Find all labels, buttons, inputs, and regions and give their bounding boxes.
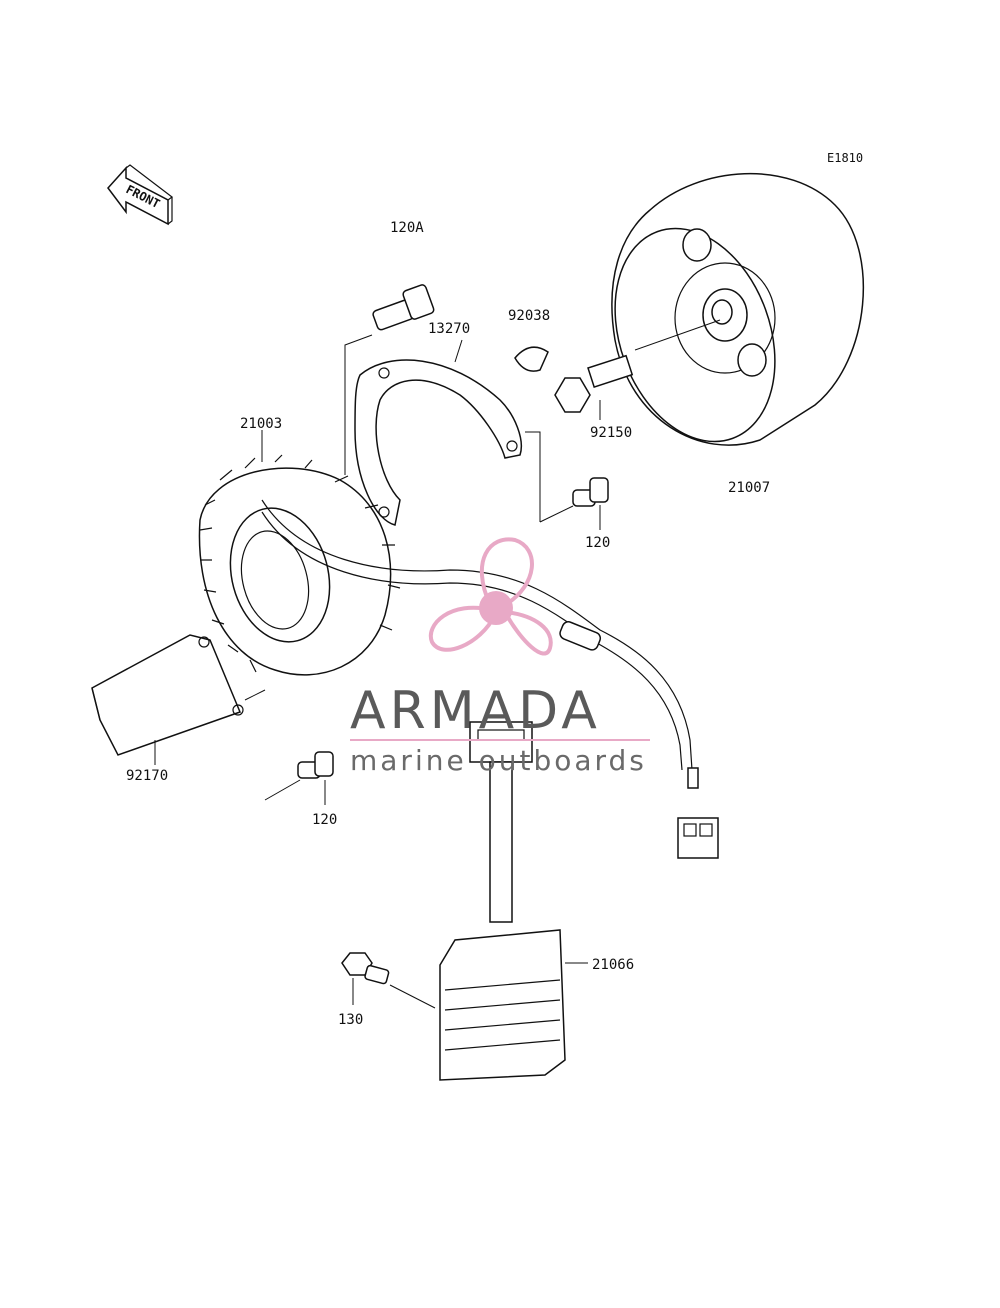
part-label-21066: 21066	[592, 957, 634, 973]
part-label-92170: 92170	[126, 768, 168, 784]
part-label-21003: 21003	[240, 416, 282, 432]
stator-cover-plate	[91, 634, 266, 765]
part-label-21007: 21007	[728, 480, 770, 496]
stator-harness-wire	[261, 499, 719, 859]
screw-120a	[344, 284, 435, 475]
regulator-bolt	[341, 952, 436, 1009]
screw-120-lower	[264, 751, 334, 805]
part-label-120a: 120A	[390, 220, 424, 236]
diagram-code: E1810	[827, 151, 863, 165]
front-arrow-icon: FRONT	[107, 164, 173, 226]
propeller-logo-icon	[428, 537, 553, 656]
screw-120-upper	[539, 477, 609, 530]
part-label-120-lower: 120	[312, 812, 337, 828]
part-label-92038: 92038	[508, 308, 550, 324]
watermark-brand: ARMADA	[350, 681, 601, 741]
part-label-13270: 13270	[428, 321, 470, 337]
part-label-92150: 92150	[590, 425, 632, 441]
flywheel-bolt	[554, 354, 634, 420]
woodruff-key	[514, 346, 549, 372]
regulator-rectifier	[439, 721, 588, 1081]
armada-watermark: ARMADA marine outboards	[350, 537, 650, 777]
wire-clamp-plate	[354, 339, 541, 526]
part-label-130: 130	[338, 1012, 363, 1028]
flywheel-rotor	[611, 172, 865, 446]
part-label-120-upper: 120	[585, 535, 610, 551]
watermark-tagline: marine outboards	[350, 744, 647, 777]
